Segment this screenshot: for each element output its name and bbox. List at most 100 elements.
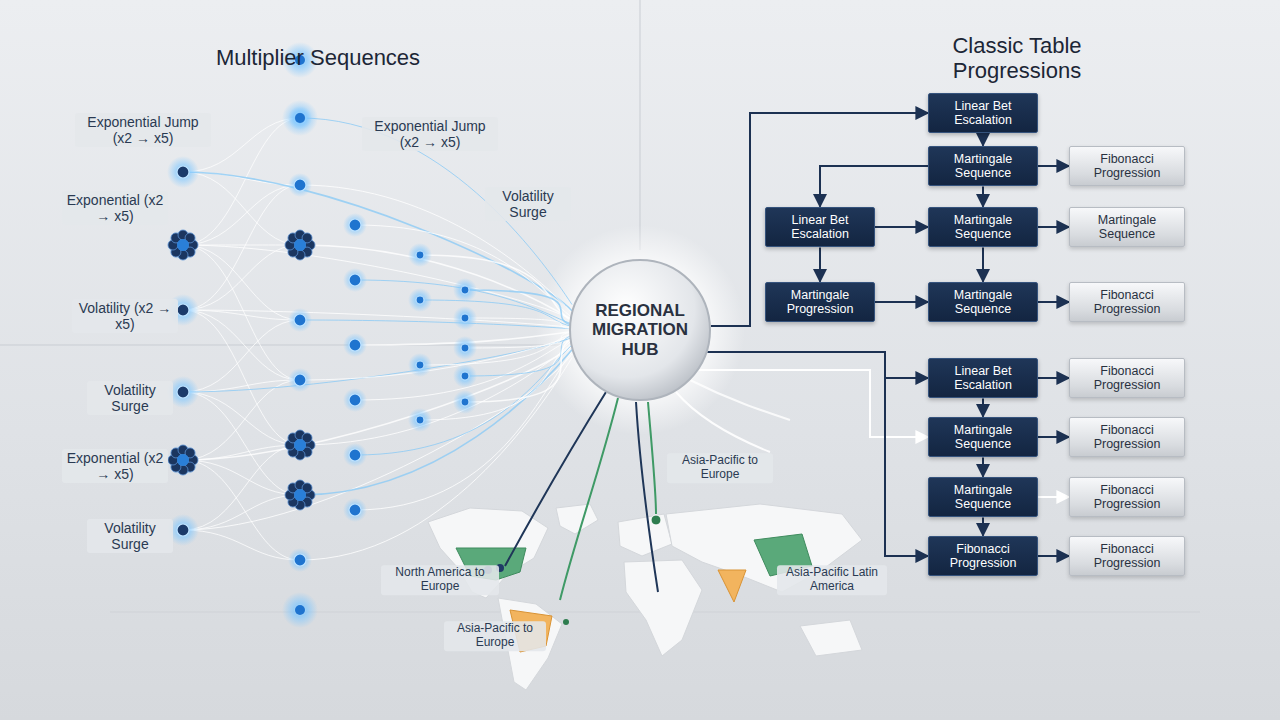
- network-link: [300, 320, 572, 329]
- hub-glow: [535, 225, 745, 435]
- network-link: [465, 336, 572, 376]
- sequence-label: Exponential Jump (x2 → x5): [362, 117, 498, 151]
- flow-connector: [982, 133, 984, 145]
- network-link: [355, 345, 572, 455]
- map-dot: [651, 515, 661, 525]
- flow-connector: [982, 398, 984, 416]
- network-node: [285, 480, 315, 510]
- network-link: [420, 255, 572, 321]
- flow-connector: [1038, 377, 1069, 379]
- node-text: Linear Bet Escalation: [929, 361, 1037, 396]
- process-box: Martingale Sequence: [928, 417, 1038, 458]
- process-box: Linear Bet Escalation: [928, 358, 1038, 399]
- map-dot: [563, 619, 569, 625]
- hub-circle: REGIONAL MIGRATION HUB: [568, 258, 712, 402]
- network-link: [183, 346, 572, 460]
- network-node: [343, 498, 367, 522]
- region-label: Asia-Pacific to Europe: [667, 453, 773, 483]
- node-text: Linear Bet Escalation: [929, 96, 1037, 131]
- flow-connector: [699, 370, 928, 437]
- network-link: [355, 225, 572, 317]
- node-text: Martingale Sequence: [1070, 210, 1184, 245]
- process-box: Martingale Sequence: [928, 146, 1038, 187]
- outcome-box: Fibonacci Progression: [1069, 358, 1185, 399]
- outcome-box: Fibonacci Progression: [1069, 536, 1185, 577]
- network-link: [183, 245, 300, 380]
- outcome-box: Fibonacci Progression: [1069, 146, 1185, 187]
- network-link: [465, 332, 572, 348]
- sequence-label: Exponential (x2 → x5): [62, 191, 168, 225]
- node-text: Fibonacci Progression: [929, 539, 1037, 574]
- network-node: [343, 213, 367, 237]
- network-link: [465, 318, 572, 329]
- network-link: [183, 495, 300, 530]
- network-link: [183, 392, 300, 445]
- node-text: Martingale Sequence: [929, 285, 1037, 320]
- node-text: Fibonacci Progression: [1070, 480, 1184, 515]
- continent: [624, 560, 702, 656]
- process-box: Martingale Progression: [765, 282, 875, 323]
- flow-connector: [875, 226, 928, 228]
- network-link: [183, 460, 300, 560]
- network-link: [183, 245, 300, 320]
- node-text: Fibonacci Progression: [1070, 539, 1184, 574]
- network-link: [183, 354, 572, 530]
- flow-connector: [820, 166, 928, 207]
- region-label: North America to Europe: [381, 565, 499, 595]
- process-box: Martingale Sequence: [928, 282, 1038, 323]
- node-text: REGIONAL MIGRATION HUB: [581, 301, 699, 358]
- flow-connector: [982, 186, 984, 206]
- node-text: Martingale Progression: [766, 285, 874, 320]
- sparkle-node: [282, 100, 318, 136]
- network-node: [288, 308, 312, 332]
- network-node: [288, 173, 312, 197]
- network-link: [183, 310, 300, 445]
- network-link: [183, 320, 300, 392]
- network-node: [167, 156, 199, 188]
- network-link: [183, 460, 300, 495]
- flow-connector: [982, 457, 984, 476]
- network-node: [408, 353, 432, 377]
- flow-connector: [1038, 226, 1069, 228]
- flow-connector: [711, 113, 928, 326]
- sequence-label: Volatility Surge: [485, 187, 571, 221]
- outcome-box: Fibonacci Progression: [1069, 477, 1185, 518]
- network-node: [453, 336, 477, 360]
- process-box: Martingale Sequence: [928, 207, 1038, 248]
- network-link: [183, 310, 300, 380]
- flow-connector: [1038, 496, 1069, 498]
- network-link: [183, 530, 300, 560]
- node-text: Fibonacci Progression: [1070, 420, 1184, 455]
- network-node: [288, 368, 312, 392]
- sequence-label: Volatility Surge: [87, 519, 173, 553]
- network-link: [300, 350, 572, 495]
- grid-line: [640, 0, 641, 250]
- continent: [556, 504, 598, 534]
- network-link: [355, 280, 572, 324]
- network-node: [343, 268, 367, 292]
- region-label: Asia-Pacific Latin America: [777, 565, 887, 595]
- node-text: Fibonacci Progression: [1070, 285, 1184, 320]
- node-text: Fibonacci Progression: [1070, 149, 1184, 184]
- network-link: [183, 245, 572, 320]
- continent: [618, 514, 672, 556]
- node-text: Martingale Sequence: [929, 149, 1037, 184]
- network-node: [453, 278, 477, 302]
- network-link: [183, 445, 300, 530]
- network-node: [167, 229, 199, 261]
- network-node: [343, 333, 367, 357]
- node-text: Martingale Sequence: [929, 420, 1037, 455]
- process-box: Linear Bet Escalation: [928, 93, 1038, 134]
- sequence-label: Exponential (x2 → x5): [62, 449, 168, 483]
- network-node: [453, 364, 477, 388]
- highlighted-country: [718, 570, 746, 602]
- sequence-label: Exponential Jump (x2 → x5): [75, 113, 211, 147]
- outcome-box: Martingale Sequence: [1069, 207, 1185, 248]
- sequence-label: Volatility Surge: [87, 381, 173, 415]
- network-link: [183, 172, 300, 245]
- world-map: [428, 504, 862, 690]
- network-link: [465, 339, 572, 402]
- section-heading: Multiplier Sequences: [216, 45, 420, 70]
- network-link: [183, 245, 300, 310]
- sparkle-node: [282, 592, 318, 628]
